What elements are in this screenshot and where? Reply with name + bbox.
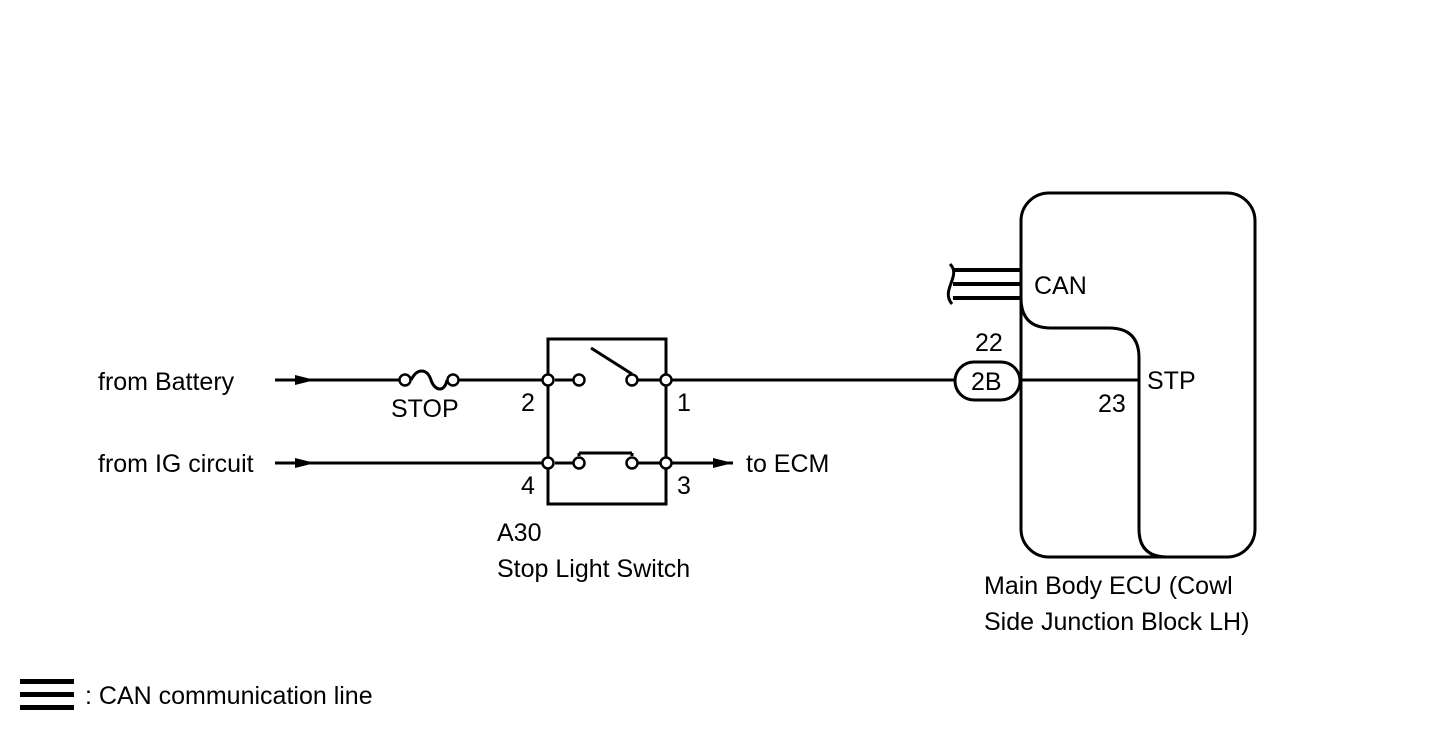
ecu-name-line-1: Main Body ECU (Cowl: [984, 572, 1233, 600]
pin-2-label: 2: [521, 389, 535, 417]
ecu-can-label: CAN: [1034, 272, 1087, 300]
stop-fuse: [398, 369, 460, 391]
can-legend-symbol: [20, 679, 74, 710]
can-legend-text: : CAN communication line: [85, 682, 373, 710]
ecu-inner-divider: [1019, 297, 1168, 559]
pin-22-label: 22: [975, 329, 1003, 357]
from-battery-label: from Battery: [98, 368, 235, 396]
ecu-name-line-2: Side Junction Block LH): [984, 608, 1249, 636]
ecu-stp-label: STP: [1147, 367, 1196, 395]
pin-23-label: 23: [1098, 390, 1126, 418]
to-ecm-arrow: [713, 458, 733, 468]
main-body-ecu-box: [1019, 191, 1257, 559]
upper-switch-contacts: [541, 346, 673, 387]
pin-3-label: 3: [677, 472, 691, 500]
lower-switch-contacts: [541, 451, 673, 470]
pin-4-label: 4: [521, 472, 535, 500]
from-ig-label: from IG circuit: [98, 450, 254, 478]
can-bus-lines: [946, 262, 1021, 305]
switch-code-label: A30: [497, 519, 541, 547]
to-ecm-label: to ECM: [746, 450, 829, 478]
switch-name-label: Stop Light Switch: [497, 555, 690, 583]
connector-2b-label: 2B: [971, 368, 1002, 396]
ig-arrow: [295, 458, 315, 468]
pin-1-label: 1: [677, 389, 691, 417]
stop-light-switch-box: [546, 337, 668, 506]
fuse-label: STOP: [391, 395, 459, 423]
battery-arrow: [295, 375, 315, 385]
